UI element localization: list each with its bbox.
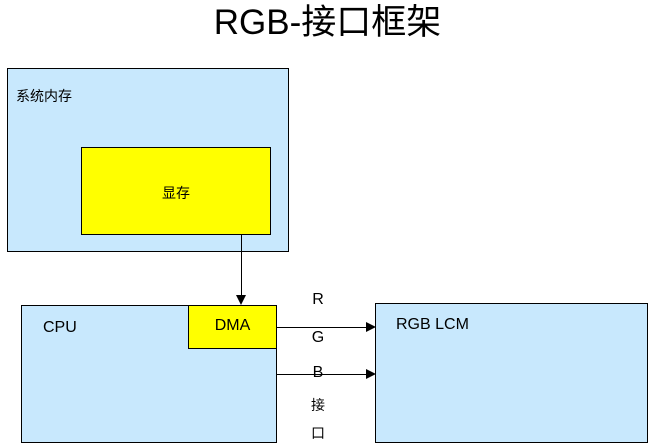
signal-label-r: R	[312, 291, 324, 308]
block-cpu-label: CPU	[43, 319, 77, 336]
block-dma	[188, 305, 277, 349]
block-video-memory-label: 显存	[162, 185, 190, 201]
connector-dma-to-lcm-arrowhead	[366, 322, 376, 332]
block-rgb-lcm-label: RGB LCM	[396, 316, 469, 333]
connector-cpu-to-lcm-arrowhead	[366, 369, 376, 379]
signal-label-interface-2: 口	[311, 425, 325, 441]
block-video-memory	[81, 147, 271, 235]
signal-label-interface-1: 接	[311, 397, 325, 413]
signal-label-b: B	[312, 364, 324, 381]
connector-cpu-to-lcm-line	[277, 374, 370, 375]
connector-dma-to-lcm-line	[277, 327, 370, 328]
block-system-memory-label: 系统内存	[16, 88, 72, 104]
page-title: RGB-接口框架	[213, 3, 442, 42]
connector-vram-to-dma-line	[241, 235, 242, 297]
block-dma-label: DMA	[214, 317, 251, 334]
signal-label-g: G	[311, 329, 325, 346]
connector-vram-to-dma-arrowhead	[236, 295, 246, 305]
block-rgb-lcm	[375, 303, 648, 443]
